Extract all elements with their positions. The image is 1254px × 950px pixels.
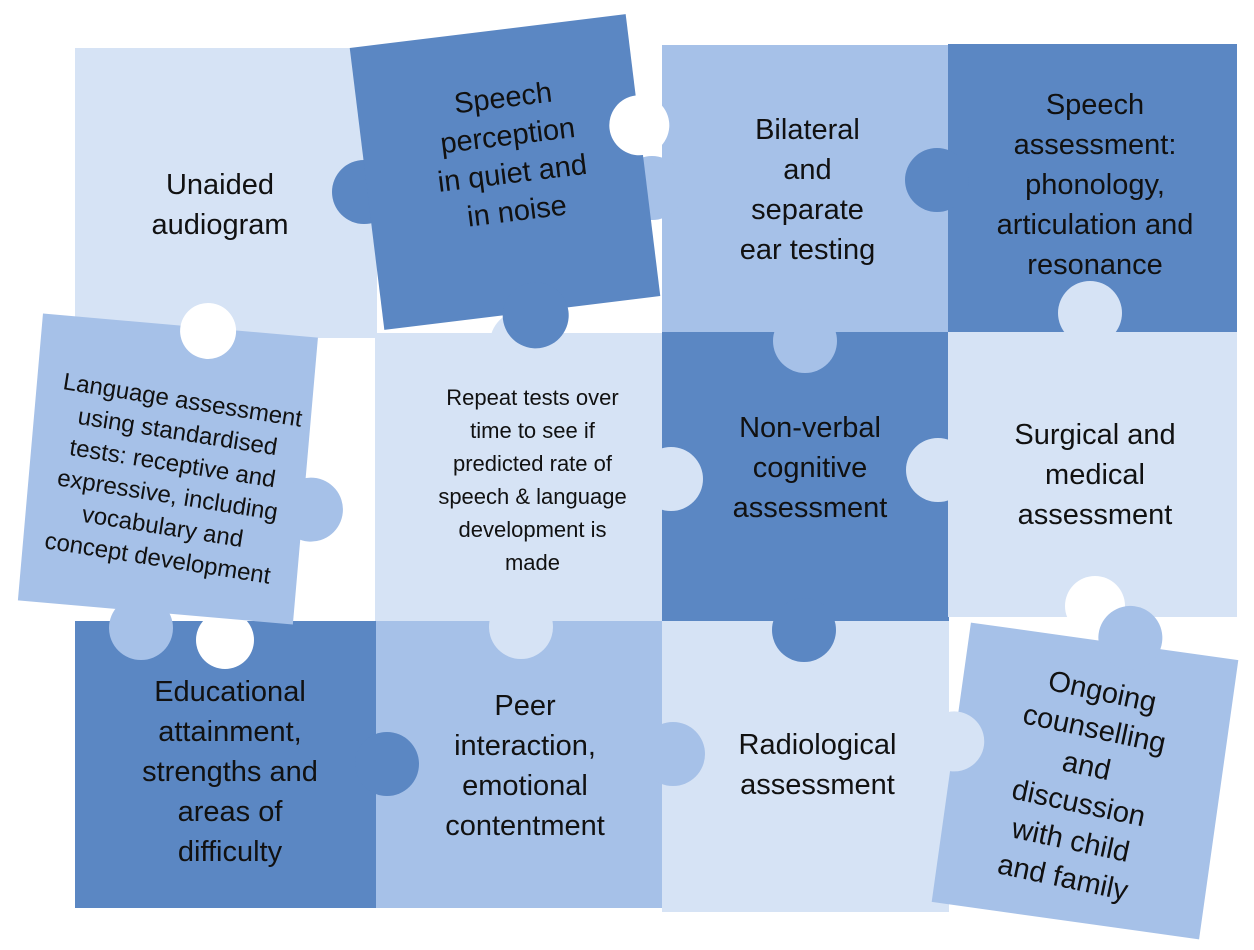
piece-speech-perception [349,14,661,330]
piece-nonverbal-cognitive [662,332,949,621]
knob-language-right [278,477,343,542]
knob-repeat-right [639,447,703,511]
knob-educational-right [355,732,419,796]
knob-nonverbal-top [773,309,837,373]
knob-educational-top-hole [196,611,254,669]
piece-repeat-tests [375,333,663,621]
knob-speech-assessment-left [905,148,969,212]
piece-radiological [662,621,949,912]
piece-ongoing-counselling [931,622,1239,940]
piece-bilateral-testing [662,45,949,333]
piece-unaided-audiogram [75,48,377,338]
knob-speech-perception-right-hole [609,95,670,156]
knob-surgical-left [906,438,970,502]
knob-peer-right [641,722,705,786]
knob-language-top-hole [180,302,237,359]
piece-surgical-medical [948,332,1237,617]
piece-peer-interaction [376,621,663,908]
knob-counselling-left-hole [924,711,985,772]
knob-speech-assessment-bottom [1058,281,1122,345]
knob-repeat-bottom [489,595,553,659]
piece-language-assessment [17,313,318,625]
knob-counselling-top [1098,605,1163,670]
knob-speech-perception-bottom [502,282,569,349]
knob-nonverbal-bottom [772,598,836,662]
